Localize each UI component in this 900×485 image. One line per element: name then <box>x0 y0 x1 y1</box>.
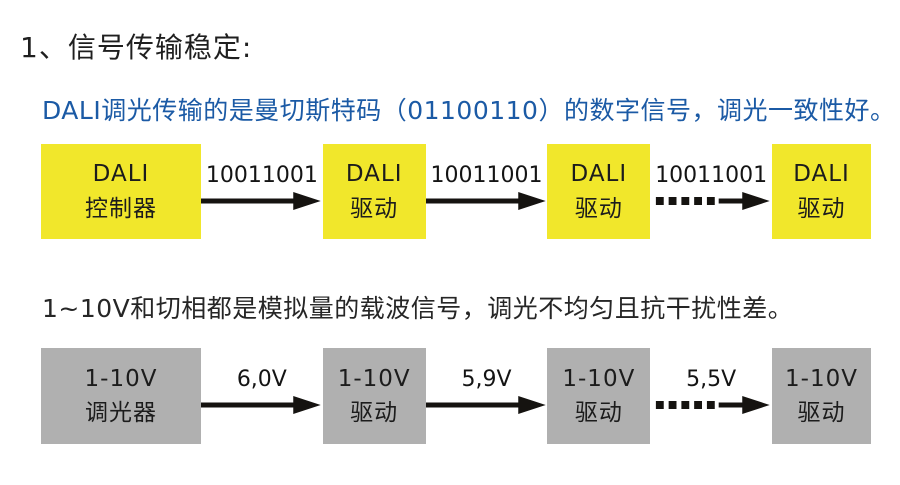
analog-driver-node: 1-10V 驱动 <box>322 348 426 444</box>
arrow-label: 5,9V <box>461 367 512 392</box>
dashed-arrow-icon <box>656 191 771 210</box>
dashed-arrow-icon <box>656 396 771 414</box>
solid-arrow-icon <box>201 191 321 210</box>
node-label-line1: 1-10V <box>785 365 858 392</box>
solid-arrow-icon <box>425 396 546 414</box>
node-label-line2: 驱动 <box>350 195 399 222</box>
analog-arrow-3: 5,5V <box>650 344 772 440</box>
node-label-line2: 控制器 <box>85 195 157 222</box>
node-label-line1: 1-10V <box>84 365 158 392</box>
dali-arrow-3: 10011001 <box>650 140 772 235</box>
node-label-line1: DALI <box>793 161 850 187</box>
dali-description-text: DALI调光传输的是曼切斯特码（01100110）的数字信号，调光一致性好。 <box>42 96 896 125</box>
dali-flow-row: DALI 控制器 10011001 DALI 驱动 10011001 DALI … <box>41 144 872 239</box>
solid-arrow-icon <box>425 191 546 210</box>
dali-controller-node: DALI 控制器 <box>41 144 201 239</box>
node-label-line2: 驱动 <box>574 195 623 222</box>
arrow-label: 5,5V <box>686 367 737 392</box>
dali-driver-node: DALI 驱动 <box>772 144 872 239</box>
node-label-line1: DALI <box>345 161 403 187</box>
node-label-line1: DALI <box>570 161 628 187</box>
dali-driver-node: DALI 驱动 <box>322 144 426 239</box>
arrow-label: 10011001 <box>655 162 768 188</box>
solid-arrow-icon <box>201 396 321 414</box>
analog-flow-row: 1-10V 调光器 6,0V 1-10V 驱动 5,9V 1-10V 驱动 <box>41 348 872 444</box>
node-label-line1: 1-10V <box>337 365 411 392</box>
dali-arrow-2: 10011001 <box>425 140 548 235</box>
node-label-line2: 驱动 <box>574 400 623 426</box>
dali-driver-node: DALI 驱动 <box>547 144 651 239</box>
node-label-line2: 调光器 <box>85 400 157 426</box>
node-label-line1: 1-10V <box>562 365 636 392</box>
node-label-line2: 驱动 <box>797 400 846 426</box>
analog-dimmer-node: 1-10V 调光器 <box>41 348 201 444</box>
page-title: 1、信号传输稳定: <box>20 31 253 64</box>
arrow-label: 10011001 <box>430 162 543 188</box>
analog-description-text: 1~10V和切相都是模拟量的载波信号，调光不均匀且抗干扰性差。 <box>42 294 794 323</box>
node-label-line2: 驱动 <box>797 195 846 222</box>
arrow-label: 6,0V <box>236 367 287 392</box>
node-label-line2: 驱动 <box>350 400 399 426</box>
analog-arrow-1: 6,0V <box>201 344 323 440</box>
arrow-label: 10011001 <box>205 162 318 188</box>
node-label-line1: DALI <box>92 161 150 187</box>
analog-arrow-2: 5,9V <box>425 344 548 440</box>
analog-driver-node: 1-10V 驱动 <box>772 348 872 444</box>
analog-driver-node: 1-10V 驱动 <box>547 348 651 444</box>
dali-arrow-1: 10011001 <box>201 140 323 235</box>
